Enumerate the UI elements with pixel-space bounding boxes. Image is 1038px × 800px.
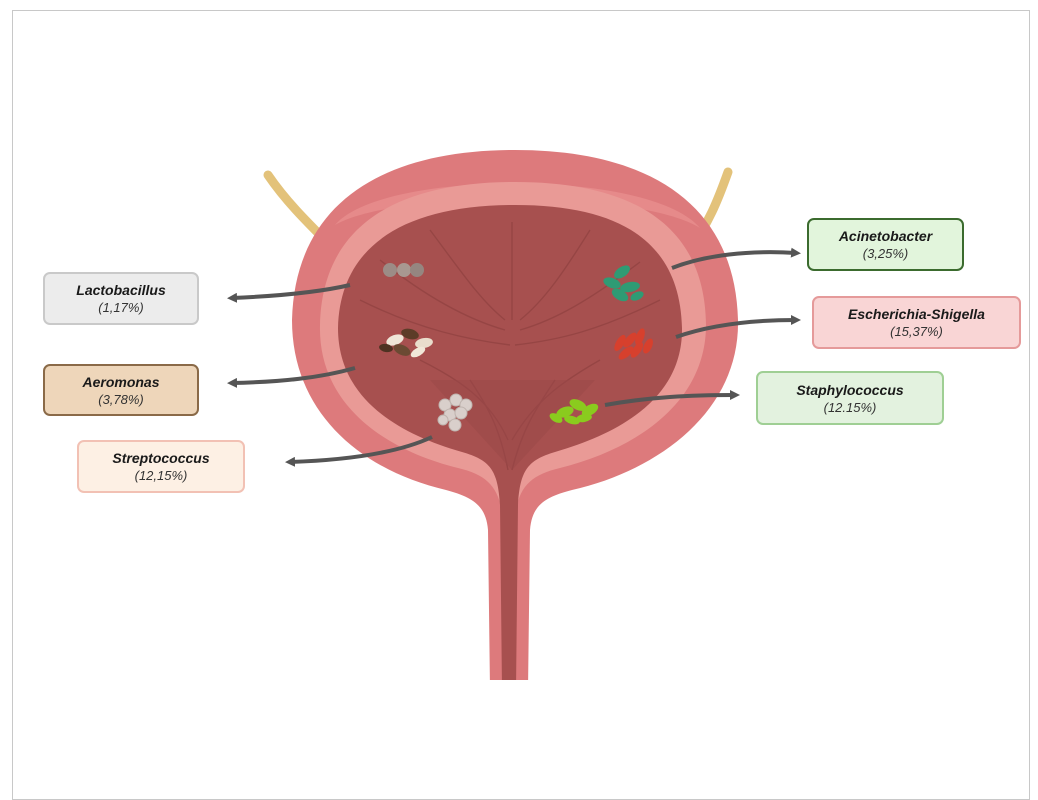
label-percent: (3,78%) (98, 391, 144, 408)
label-name: Escherichia-Shigella (848, 305, 985, 323)
label-acinetobacter: Acinetobacter (3,25%) (807, 218, 964, 271)
label-name: Staphylococcus (796, 381, 903, 399)
label-staphylococcus: Staphylococcus (12.15%) (756, 371, 944, 425)
label-name: Streptococcus (112, 449, 209, 467)
label-lactobacillus: Lactobacillus (1,17%) (43, 272, 199, 325)
label-percent: (15,37%) (890, 323, 943, 340)
label-name: Acinetobacter (839, 227, 932, 245)
label-percent: (1,17%) (98, 299, 144, 316)
label-percent: (12.15%) (824, 399, 877, 416)
label-streptococcus: Streptococcus (12,15%) (77, 440, 245, 493)
label-escherichia-shigella: Escherichia-Shigella (15,37%) (812, 296, 1021, 349)
label-percent: (12,15%) (135, 467, 188, 484)
label-name: Lactobacillus (76, 281, 165, 299)
label-aeromonas: Aeromonas (3,78%) (43, 364, 199, 416)
label-percent: (3,25%) (863, 245, 909, 262)
lactobacillus-cluster-icon (383, 263, 424, 277)
label-name: Aeromonas (82, 373, 159, 391)
